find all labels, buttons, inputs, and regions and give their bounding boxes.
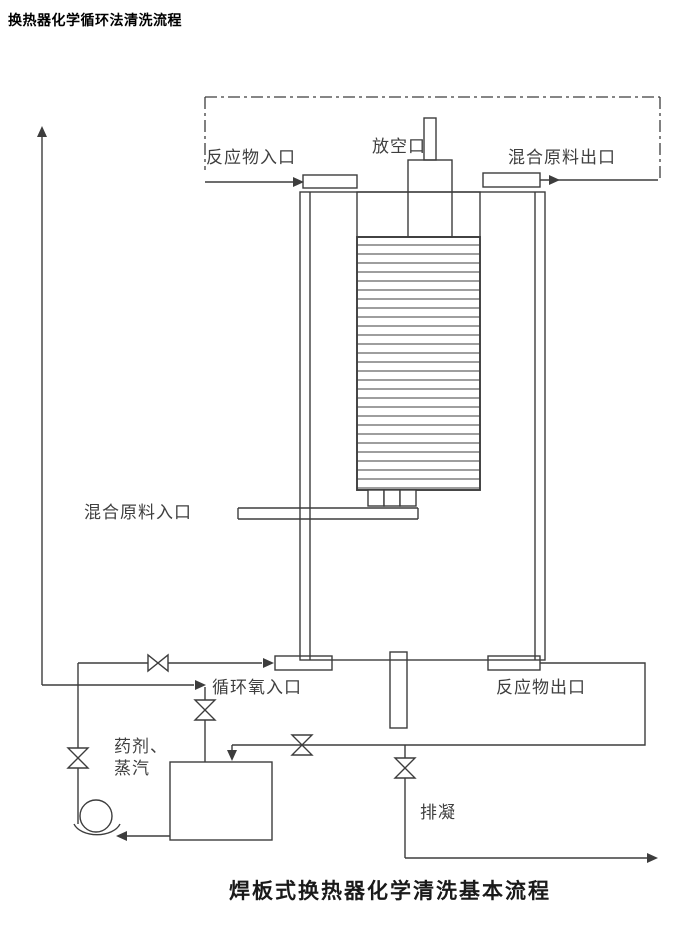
plate-stack xyxy=(356,236,481,491)
diagram-labels: 放空口 反应物入口 混合原料出口 混合原料入口 循环氧入口 反应物出口 药剂、 … xyxy=(84,137,616,822)
heat-exchanger xyxy=(237,117,546,729)
flow-arrow-icon xyxy=(549,175,560,185)
exchanger-inner-walls xyxy=(309,192,536,660)
pump-icon xyxy=(73,799,121,836)
valve-icon xyxy=(147,653,169,673)
page-title: 换热器化学循环法清洗流程 xyxy=(8,12,182,28)
chemical-tank xyxy=(169,761,273,841)
label-chemical-steam-line2: 蒸汽 xyxy=(114,759,150,778)
inlet-distributor-boxes xyxy=(367,489,417,507)
flow-arrow-icon xyxy=(37,126,47,137)
plate-stack-lines xyxy=(357,237,480,490)
valve-icon xyxy=(193,699,217,721)
top-center-channel xyxy=(407,159,453,238)
valve-icon xyxy=(66,747,90,769)
label-drain: 排凝 xyxy=(420,803,456,822)
label-circulation-inlet: 循环氧入口 xyxy=(212,678,302,697)
label-mixed-outlet: 混合原料出口 xyxy=(508,148,616,167)
diagram-caption: 焊板式换热器化学清洗基本流程 xyxy=(229,879,551,903)
flow-arrow-icon xyxy=(647,853,658,863)
top-outlet-nozzle xyxy=(482,172,541,188)
valve-icon xyxy=(290,734,314,756)
bottom-right-nozzle xyxy=(487,655,541,671)
drain-line xyxy=(404,745,647,859)
mixed-inlet-pipe xyxy=(237,507,419,520)
valves xyxy=(66,653,417,779)
bottom-left-nozzle xyxy=(274,655,333,671)
label-reactant-outlet: 反应物出口 xyxy=(496,678,586,697)
exchanger-top-head xyxy=(356,191,481,238)
label-reactant-inlet: 反应物入口 xyxy=(206,148,296,167)
label-mixed-inlet: 混合原料入口 xyxy=(84,503,192,522)
flow-arrows xyxy=(37,126,658,863)
label-vent: 放空口 xyxy=(372,137,426,156)
label-chemical-steam-line1: 药剂、 xyxy=(114,737,168,756)
flow-arrow-icon xyxy=(227,750,237,761)
bottom-center-pipe xyxy=(389,651,408,729)
flow-arrow-icon xyxy=(116,831,127,841)
vent-pipe xyxy=(423,117,437,161)
flow-arrow-icon xyxy=(293,177,304,187)
top-inlet-nozzle xyxy=(302,174,358,189)
flow-arrow-icon xyxy=(263,658,274,668)
valve-icon xyxy=(393,757,417,779)
flow-arrow-icon xyxy=(195,680,206,690)
battery-limit-boundary xyxy=(204,96,661,182)
